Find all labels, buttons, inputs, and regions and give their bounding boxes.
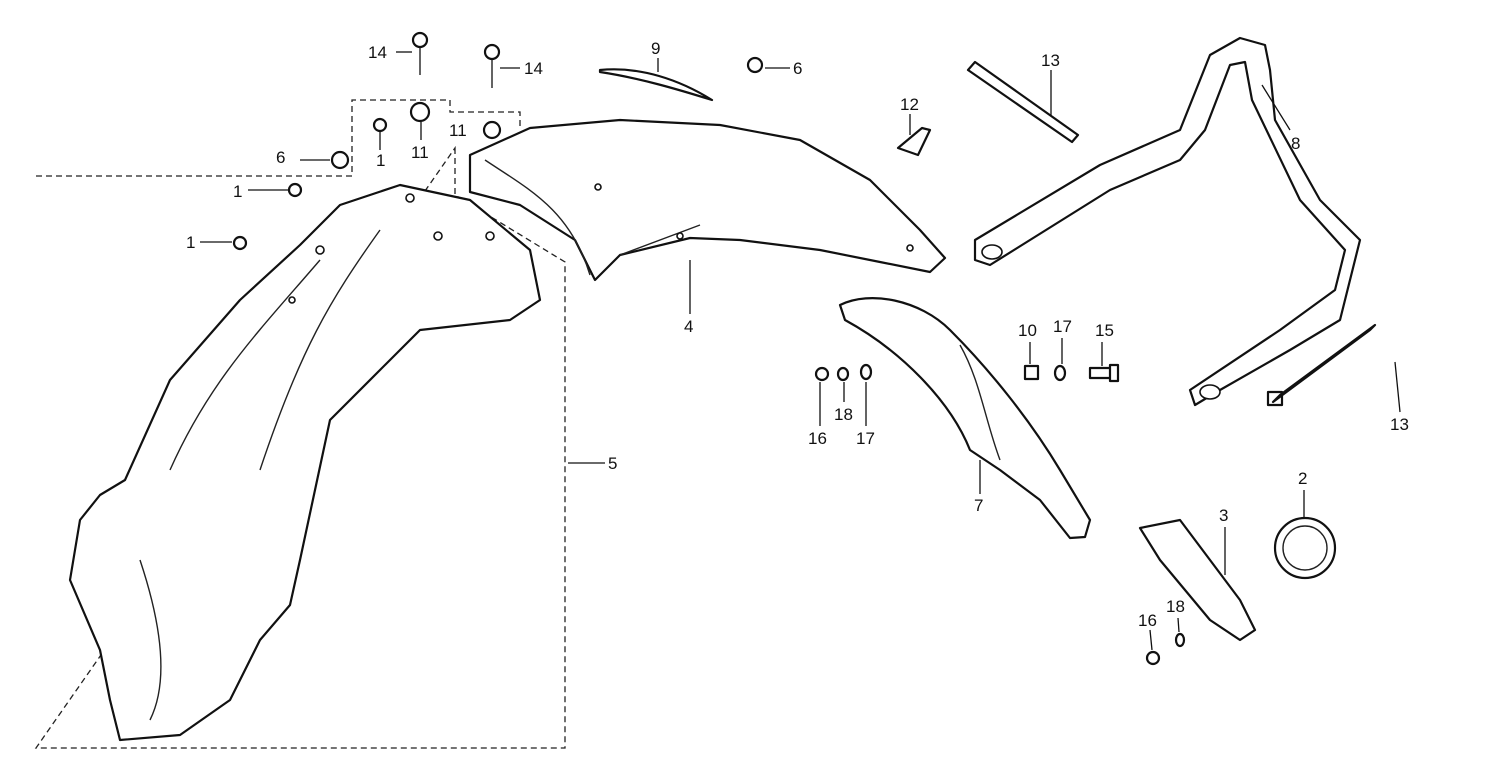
callout-11: 11 [411,143,429,162]
part-16-nut [814,366,830,382]
callout-1: 1 [376,151,385,170]
part-1-clip [287,182,303,198]
part-14-bolt [411,31,429,49]
callout-11: 11 [449,121,467,140]
part-7-mudflap [838,297,1092,540]
callout-9: 9 [651,39,660,58]
callout-16: 16 [808,429,827,448]
callout-16: 16 [1138,611,1157,630]
callout-1: 1 [186,233,195,252]
callout-7: 7 [974,496,983,515]
part-5-inner-fender [68,183,542,742]
callout-4: 4 [684,317,693,336]
callout-15: 15 [1095,321,1114,340]
callout-5: 5 [608,454,617,473]
callout-6: 6 [793,59,802,78]
part-13-bolt [966,60,1080,144]
part-15-screw [1088,363,1120,383]
callout-8: 8 [1291,134,1300,153]
part-18-washer [1174,632,1186,648]
callout-18: 18 [834,405,853,424]
callout-2: 2 [1298,469,1307,488]
part-18-washer [836,366,850,382]
part-8-grab-rail [973,36,1362,407]
part-11-grommet [409,101,431,123]
part-14-bolt [483,43,501,61]
callout-13: 13 [1390,415,1409,434]
part-11-grommet [482,120,502,140]
part-10-collar [1023,364,1040,381]
callout-14: 14 [524,59,543,78]
callout-18: 18 [1166,597,1185,616]
part-6-nut [330,150,350,170]
callout-17: 17 [1053,317,1072,336]
callout-3: 3 [1219,506,1228,525]
callout-17: 17 [856,429,875,448]
part-2-lamp-lens [1273,516,1337,580]
part-17-washer [1053,364,1067,382]
callout-14: 14 [368,43,387,62]
part-6-nut [746,56,764,74]
part-12-clip [896,126,932,157]
part-1-clip [372,117,388,133]
callout-6: 6 [276,148,285,167]
part-13-bolt [1266,323,1377,407]
callout-13: 13 [1041,51,1060,70]
callout-10: 10 [1018,321,1037,340]
part-17-washer [859,363,873,381]
part-3-lamp-bracket [1138,518,1257,642]
part-1-clip [232,235,248,251]
callout-1: 1 [233,182,242,201]
leader-lines [200,51,1401,651]
callout-12: 12 [900,95,919,114]
part-16-nut [1145,650,1161,666]
part-9-strip [598,68,714,102]
